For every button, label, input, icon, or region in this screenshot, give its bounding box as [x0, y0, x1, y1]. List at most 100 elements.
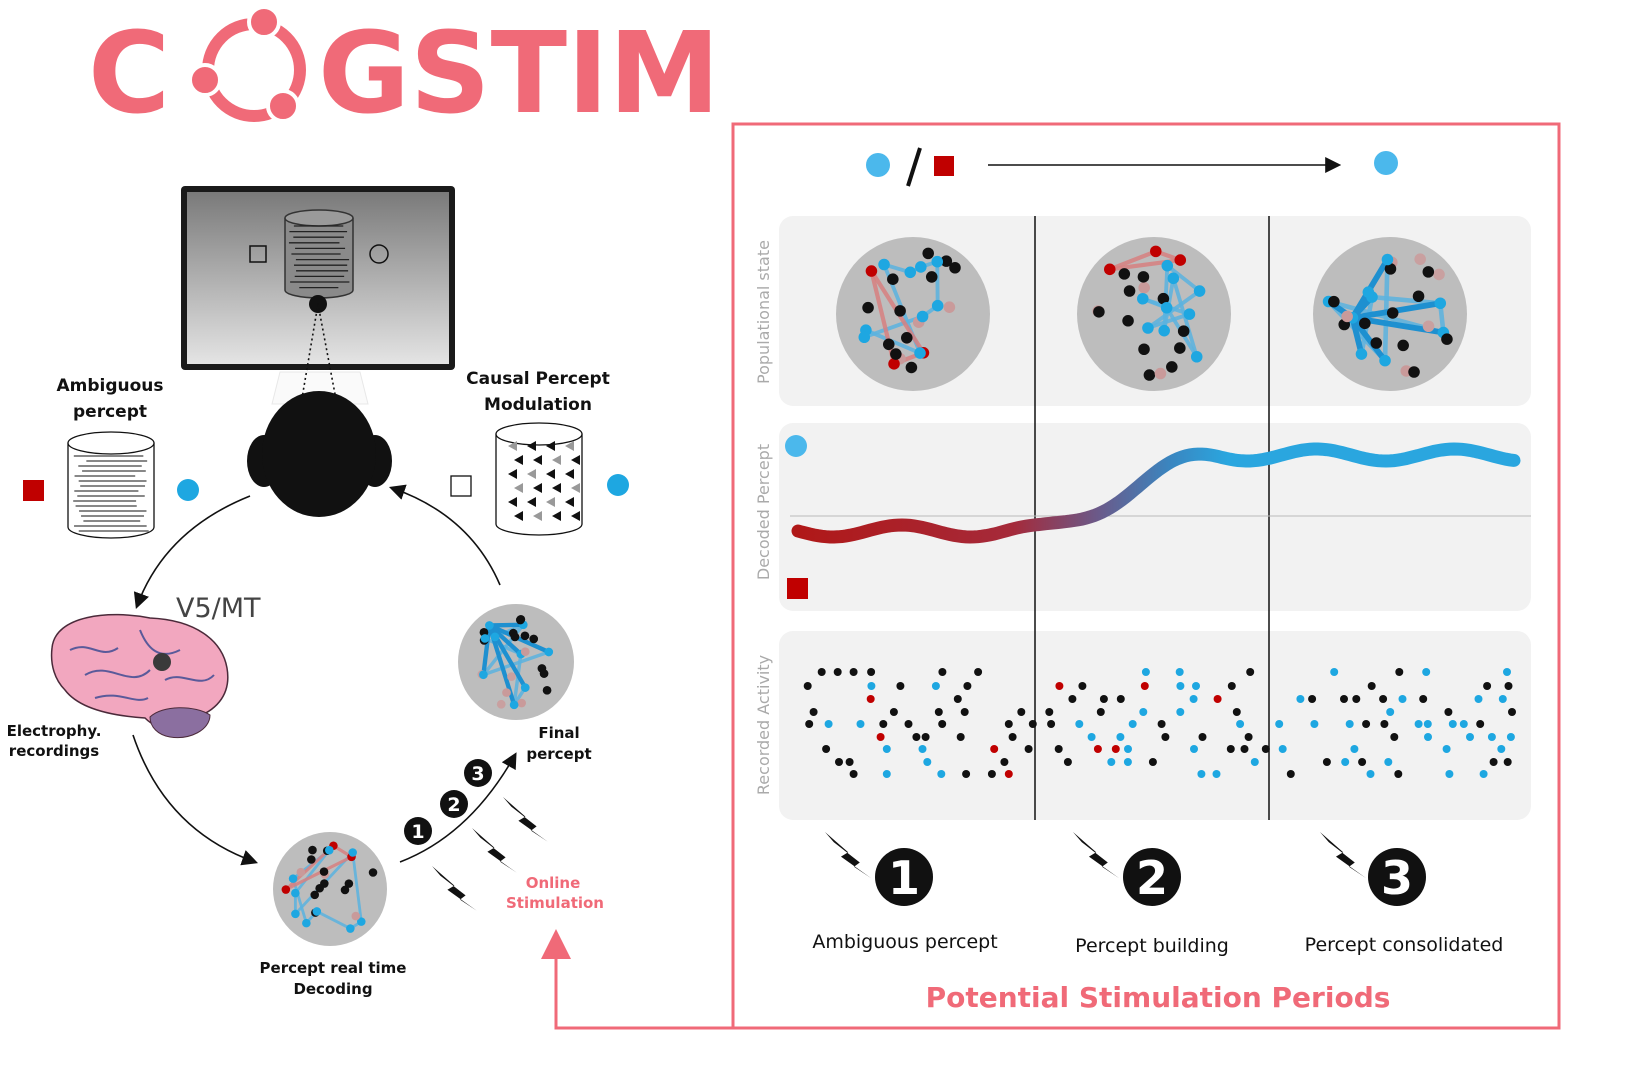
- spike: [1213, 695, 1222, 703]
- online-stim-label-1: Online: [526, 874, 581, 892]
- spike: [1506, 733, 1515, 741]
- spike: [1310, 720, 1319, 728]
- spike: [1116, 733, 1125, 741]
- spike: [1424, 733, 1432, 741]
- causal-modulation-label-2: Modulation: [484, 395, 592, 415]
- electrophy-label-2: recordings: [9, 742, 99, 760]
- spike: [1442, 745, 1451, 753]
- spike: [1189, 695, 1198, 703]
- spike: [1063, 758, 1072, 766]
- period-3-label: Percept consolidated: [1305, 934, 1504, 956]
- spike: [1394, 770, 1403, 778]
- spike: [1190, 745, 1198, 753]
- spike: [805, 720, 814, 728]
- population-disc-building: [1077, 237, 1231, 391]
- spike: [1075, 720, 1084, 728]
- spike: [1141, 668, 1150, 676]
- spike: [1504, 682, 1513, 690]
- spike: [1358, 758, 1367, 766]
- decoding-label-2: Decoding: [293, 980, 372, 998]
- spike: [1212, 770, 1221, 778]
- red-square-icon: [23, 480, 44, 501]
- decoding-disc: [273, 832, 387, 946]
- spike: [1422, 668, 1431, 676]
- v5mt-label: V5/MT: [176, 593, 261, 624]
- period-1-label: Ambiguous percept: [812, 931, 997, 953]
- spike: [1479, 770, 1488, 778]
- spike: [1093, 745, 1102, 753]
- spike: [1278, 745, 1287, 753]
- spike: [1128, 720, 1137, 728]
- spike: [867, 668, 876, 676]
- modulated-cylinder-icon: [495, 422, 583, 536]
- spike: [1350, 745, 1359, 753]
- white-square-icon: [450, 475, 472, 497]
- svg-text:3: 3: [1381, 851, 1413, 905]
- spike: [822, 745, 831, 753]
- step-1-badge: 1: [404, 817, 432, 845]
- spike: [1487, 733, 1496, 741]
- spike: [882, 770, 891, 778]
- spike: [1047, 720, 1056, 728]
- spike: [1054, 745, 1063, 753]
- final-percept-label-1: Final: [538, 724, 579, 742]
- monitor: [181, 186, 455, 411]
- spike: [803, 682, 812, 690]
- spike: [953, 695, 962, 703]
- spike: [990, 745, 999, 753]
- spike: [1250, 758, 1259, 766]
- causal-modulation-label-1: Causal Percept: [466, 369, 610, 389]
- spike: [889, 708, 898, 716]
- spike: [1175, 668, 1184, 676]
- spike: [1390, 733, 1399, 741]
- spike: [1176, 708, 1185, 716]
- spike: [1386, 708, 1395, 716]
- spike: [1341, 758, 1350, 766]
- spike: [1508, 708, 1516, 716]
- spike: [1024, 745, 1033, 753]
- svg-text:1: 1: [888, 851, 920, 905]
- brain-icon: [50, 613, 229, 739]
- spike: [866, 695, 875, 703]
- spike: [1240, 745, 1249, 753]
- svg-text:3: 3: [471, 763, 484, 785]
- blue-circle-icon: [866, 153, 890, 177]
- blue-circle-icon: [177, 479, 199, 501]
- spike: [918, 745, 927, 753]
- spike: [1226, 745, 1235, 753]
- screen-cylinder-stimulus: [284, 209, 354, 299]
- spike: [1308, 695, 1317, 703]
- row-label-decoded-percept: Decoded Percept: [754, 444, 773, 580]
- spike: [1366, 770, 1375, 778]
- spike: [923, 758, 932, 766]
- blue-circle-icon: [1374, 151, 1398, 175]
- spike: [1096, 708, 1105, 716]
- spike: [1107, 758, 1116, 766]
- svg-text:2: 2: [1136, 851, 1168, 905]
- period-2-label: Percept building: [1075, 935, 1229, 957]
- spike: [1498, 695, 1507, 703]
- spike: [1503, 668, 1511, 676]
- final-percept-label-2: percept: [526, 745, 591, 763]
- spike: [1068, 695, 1077, 703]
- spike: [1148, 758, 1157, 766]
- spike: [1380, 720, 1389, 728]
- spike: [1227, 682, 1236, 690]
- spike: [912, 733, 921, 741]
- spike: [867, 682, 876, 690]
- red-square-icon: [934, 156, 954, 176]
- spike: [845, 758, 854, 766]
- slash-divider: [906, 147, 922, 187]
- row-label-populational-state: Populational state: [754, 240, 773, 384]
- spike: [1466, 733, 1474, 741]
- spike: [1055, 682, 1064, 690]
- logo-suffix: GSTIM: [318, 9, 720, 139]
- decoded-red-square-icon: [787, 578, 808, 599]
- spike: [1017, 708, 1026, 716]
- spike: [1139, 708, 1148, 716]
- spike: [1362, 720, 1371, 728]
- spike: [849, 668, 858, 676]
- spike: [1000, 758, 1009, 766]
- spike: [963, 682, 972, 690]
- spike: [1176, 682, 1185, 690]
